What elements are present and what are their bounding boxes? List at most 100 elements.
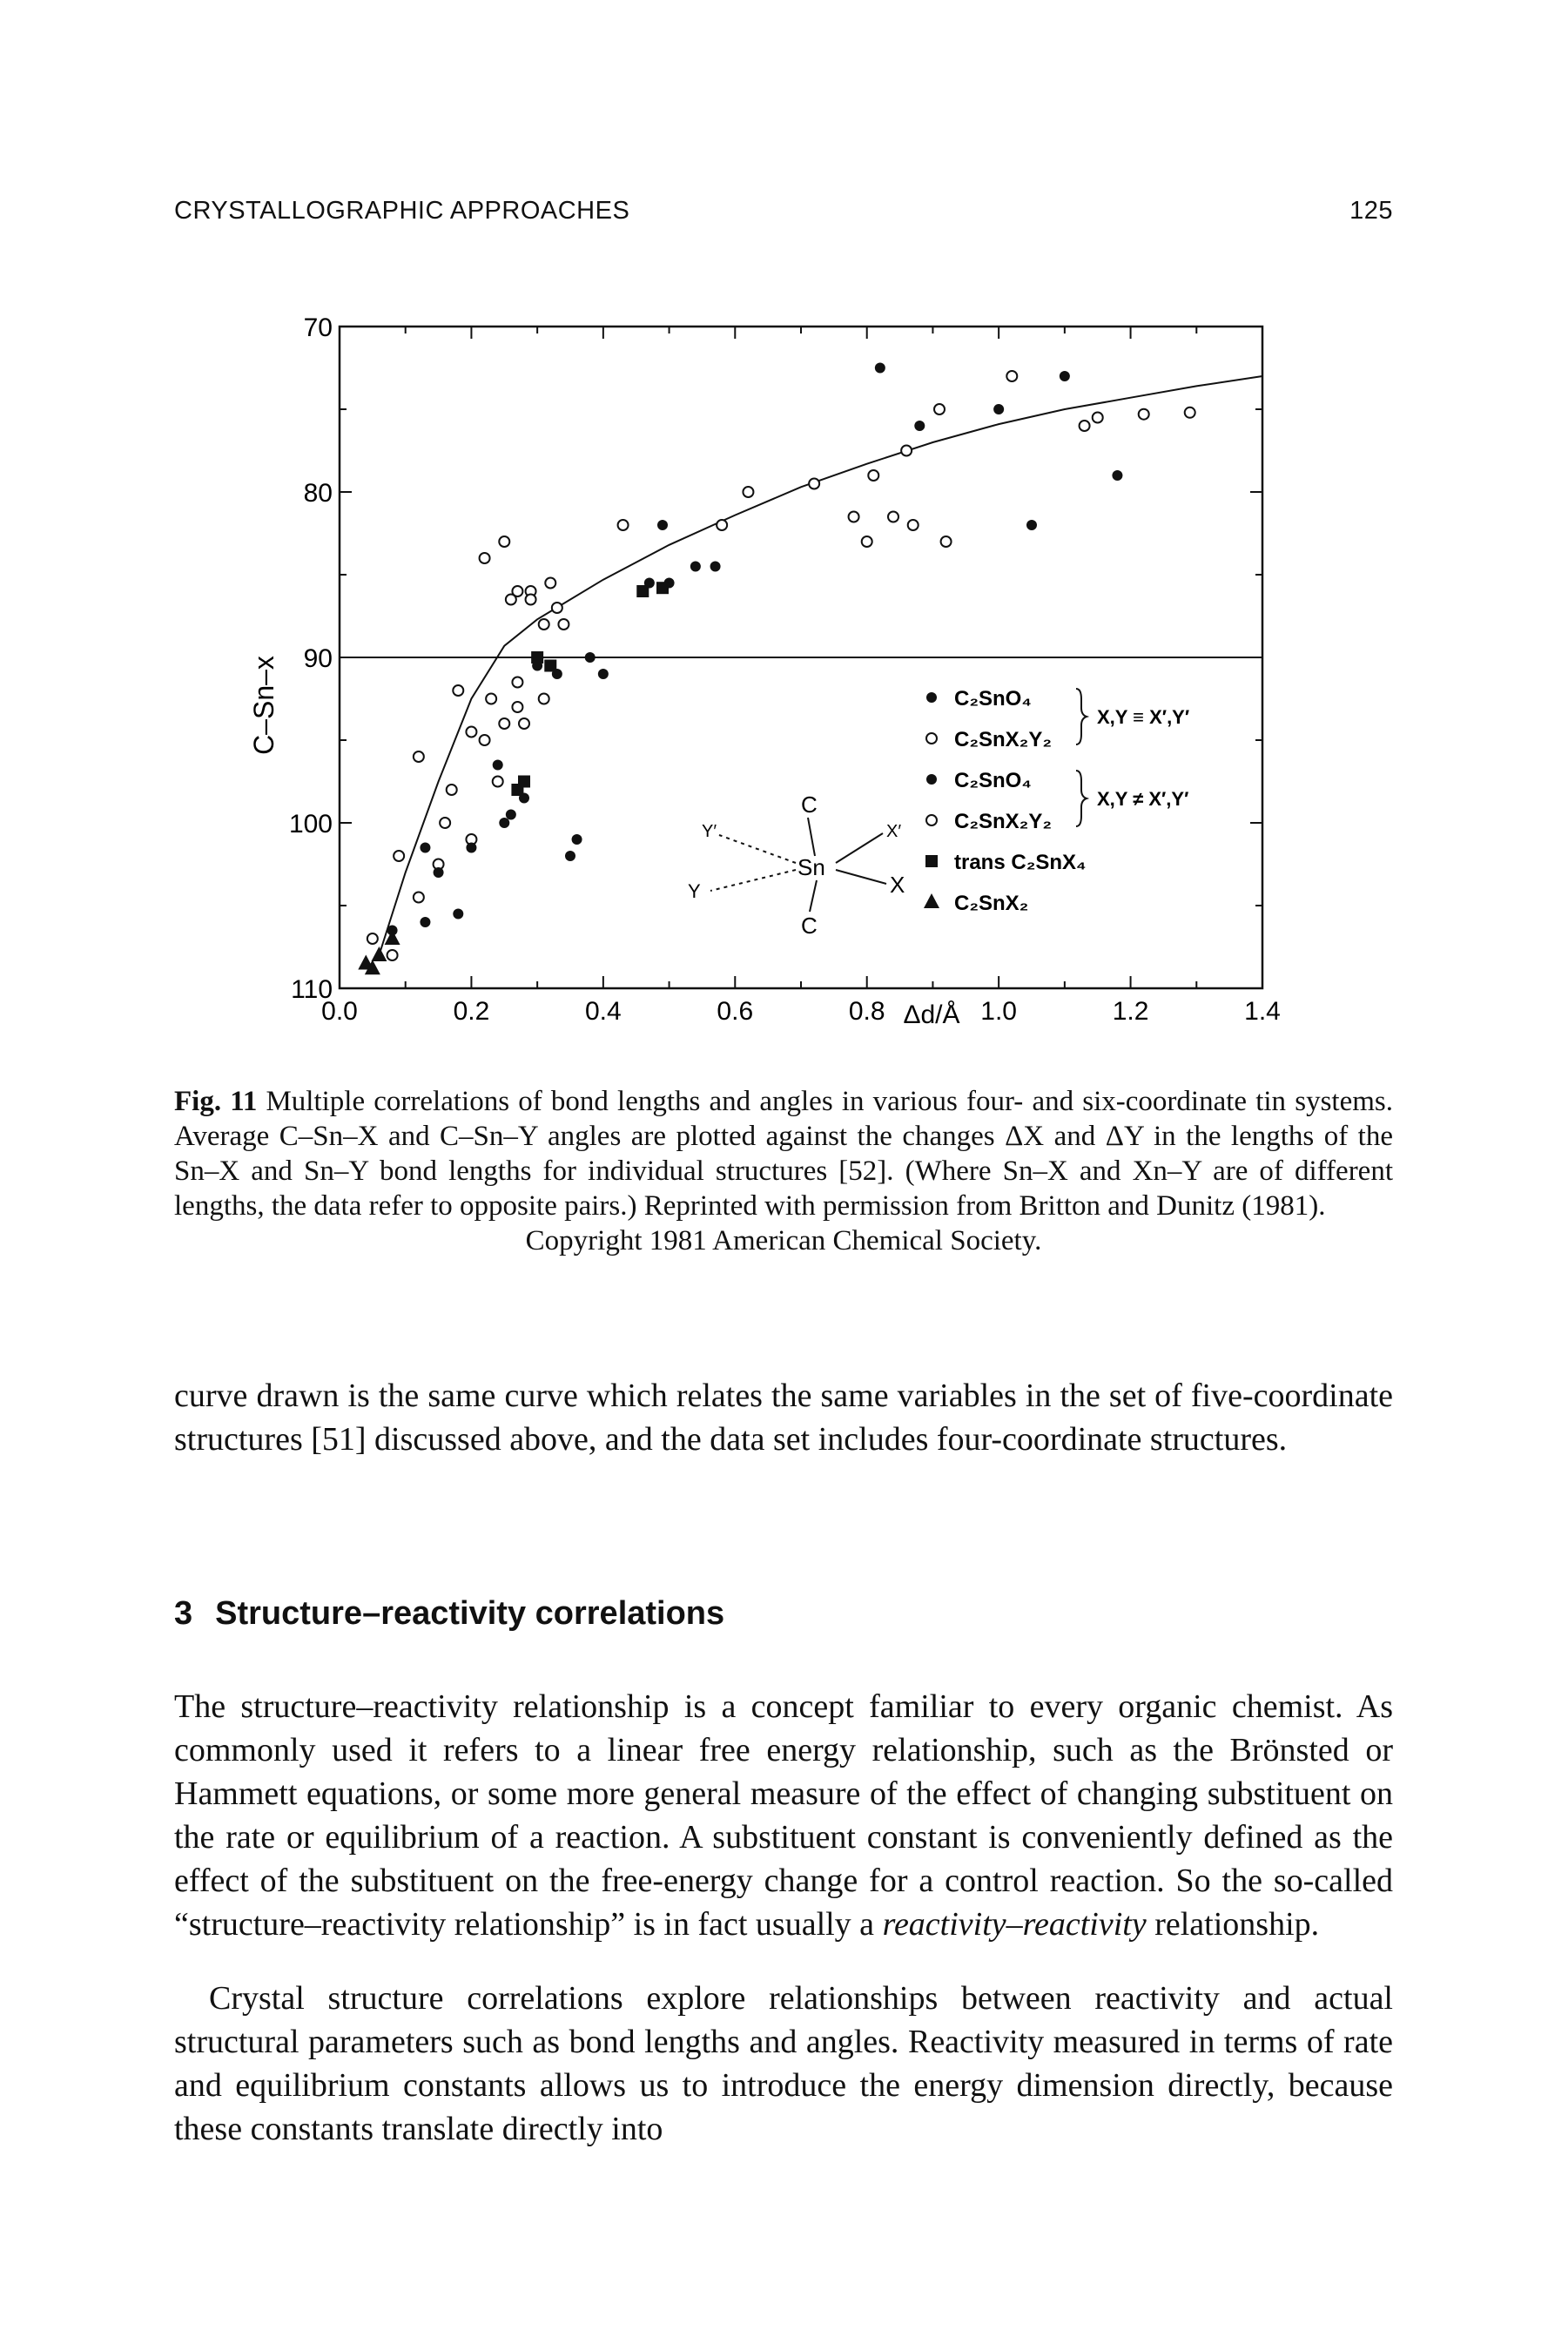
paragraph-1-text: curve drawn is the same curve which rela… <box>174 1378 1393 1458</box>
data-point-filled-square <box>636 585 649 597</box>
legend-label: C₂SnX₂Y₂ <box>954 728 1052 751</box>
brace-upper: X,Y ≡ X′,Y′ <box>1075 688 1189 745</box>
data-point-open-circle <box>491 775 504 788</box>
molecule-atom-y-prime: Y′ <box>702 822 717 841</box>
data-point-open-circle <box>478 734 491 746</box>
data-point-open-circle <box>716 519 729 531</box>
data-point-filled-circle <box>571 834 582 845</box>
data-point-filled-square <box>531 651 544 664</box>
data-point-filled-triangle <box>371 946 387 961</box>
data-point-filled-square <box>656 582 669 595</box>
data-point-filled-circle <box>914 421 925 431</box>
caption-text: Multiple correlations of bond lengths an… <box>174 1086 1393 1222</box>
data-point-open-circle <box>550 602 563 614</box>
x-tick-label: 0.4 <box>585 997 622 1026</box>
data-point-open-circle <box>900 444 913 457</box>
data-point-filled-circle <box>466 842 477 853</box>
legend-marker-open-circle <box>925 732 938 744</box>
data-point-open-circle <box>465 725 478 738</box>
data-point-open-circle <box>906 519 919 531</box>
paragraph-2-emphasis: reactivity–reactivity <box>882 1906 1147 1943</box>
data-point-open-circle <box>504 593 517 606</box>
brace-lower: X,Y ≠ X′,Y′ <box>1075 770 1188 827</box>
caption-label: Fig. 11 <box>174 1086 258 1117</box>
molecule-diagram: C Sn C Y′ Y X′ X <box>688 792 905 939</box>
caption-copyright: Copyright 1981 American Chemical Society… <box>525 1225 1042 1256</box>
data-point-filled-square <box>518 775 530 788</box>
bond-x-prime <box>835 832 884 864</box>
section-number: 3 <box>174 1595 193 1632</box>
x-tick-label: 1.0 <box>980 997 1017 1026</box>
data-point-open-circle <box>1078 420 1091 432</box>
page-number: 125 <box>1349 197 1393 225</box>
data-point-filled-circle <box>690 561 701 572</box>
data-point-filled-circle <box>710 561 721 572</box>
data-point-open-circle <box>537 618 550 630</box>
data-point-open-circle <box>511 676 524 689</box>
data-point-open-circle <box>412 751 425 763</box>
x-tick-labels: 0.0 0.2 0.4 0.6 0.8 1.0 1.2 1.4 <box>321 997 1281 1026</box>
data-point-filled-triangle <box>364 960 380 975</box>
x-tick-label: 1.4 <box>1244 997 1281 1026</box>
data-point-open-circle <box>511 585 524 597</box>
data-point-open-circle <box>524 593 537 606</box>
data-point-open-circle <box>393 850 406 862</box>
data-point-open-circle <box>1183 406 1196 419</box>
data-point-open-circle <box>518 717 530 730</box>
legend-marker-filled-circle <box>926 692 937 703</box>
data-point-open-circle <box>478 552 491 564</box>
data-point-filled-circle <box>453 908 464 920</box>
data-point-open-circle <box>557 618 570 630</box>
brace-label-equal: X,Y ≡ X′,Y′ <box>1097 706 1189 728</box>
x-tick-label: 1.2 <box>1113 997 1149 1026</box>
paragraph-3-text: Crystal structure correlations explore r… <box>174 1980 1393 2147</box>
data-point-open-circle <box>1006 370 1019 382</box>
x-tick-label: 0.2 <box>454 997 490 1026</box>
data-point-filled-circle <box>433 867 444 878</box>
data-point-open-circle <box>742 486 755 498</box>
data-point-open-circle <box>1137 408 1150 421</box>
legend-label: C₂SnO₄ <box>954 769 1032 792</box>
data-point-open-circle <box>933 403 946 415</box>
data-point-open-circle <box>616 519 629 531</box>
x-tick-label: 0.6 <box>717 997 753 1026</box>
molecule-atom-x: X <box>890 872 905 898</box>
data-point-open-circle <box>847 510 860 523</box>
y-tick-label: 110 <box>291 975 333 1004</box>
data-point-open-circle <box>452 684 465 697</box>
legend-marker-filled-square <box>925 855 938 867</box>
data-point-filled-square <box>544 659 557 672</box>
legend-label: C₂SnX₂Y₂ <box>954 810 1052 833</box>
data-point-filled-circle <box>505 809 516 820</box>
data-point-filled-circle <box>565 851 575 861</box>
legend-marker-open-circle <box>925 814 938 826</box>
data-points <box>358 362 1196 975</box>
y-tick-label: 100 <box>289 810 333 839</box>
x-axis-label: Δd/Å <box>903 1000 959 1029</box>
data-point-filled-circle <box>492 759 503 771</box>
running-head: CRYSTALLOGRAPHIC APPROACHES 125 <box>174 197 1393 235</box>
legend-marker-filled-circle <box>926 774 937 785</box>
data-point-filled-circle <box>993 404 1005 414</box>
data-point-open-circle <box>887 510 899 523</box>
molecule-atom-sn: Sn <box>797 854 825 880</box>
fitted-curve <box>378 375 1263 956</box>
x-tick-label: 0.0 <box>321 997 358 1026</box>
paragraph-2-text-b: relationship. <box>1146 1906 1320 1943</box>
data-point-filled-circle <box>584 652 596 663</box>
paragraph-3: Crystal structure correlations explore r… <box>174 1977 1393 2151</box>
data-point-open-circle <box>412 891 425 904</box>
data-point-open-circle <box>386 949 399 961</box>
data-point-filled-circle <box>1026 520 1037 530</box>
bond-x <box>835 869 887 885</box>
legend-marker-filled-triangle <box>924 893 939 908</box>
data-point-filled-circle <box>1112 470 1123 481</box>
molecule-atom-c-top: C <box>801 792 818 818</box>
x-tick-label: 0.8 <box>849 997 885 1026</box>
bond-y <box>710 869 797 892</box>
data-point-filled-circle <box>499 818 510 828</box>
